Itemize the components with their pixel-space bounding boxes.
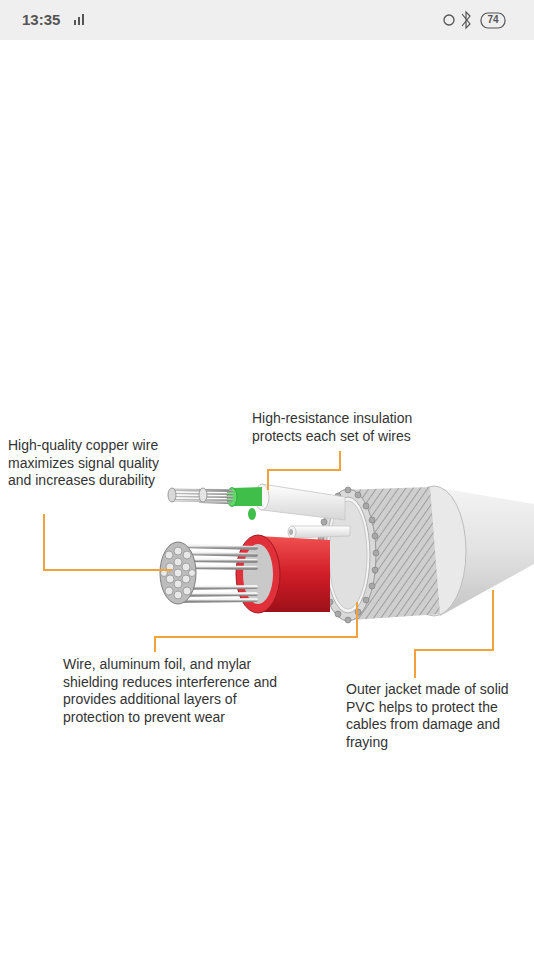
status-time: 13:35 <box>22 11 82 30</box>
status-bar <box>0 0 534 40</box>
red-wire <box>160 535 330 613</box>
callout-text: High-resistance insulation protects each… <box>252 410 442 445</box>
battery-level: 74 <box>481 14 505 27</box>
white-wire <box>288 526 350 538</box>
callout-text: Outer jacket made of solid PVC helps to … <box>346 681 528 751</box>
battery-icon <box>481 13 505 28</box>
status-icons <box>74 12 470 28</box>
callout-text: High-quality copper wire maximizes signa… <box>8 437 160 490</box>
callout-text: Wire, aluminum foil, and mylar shielding… <box>63 656 291 726</box>
insulated-wire-pair <box>168 484 345 520</box>
